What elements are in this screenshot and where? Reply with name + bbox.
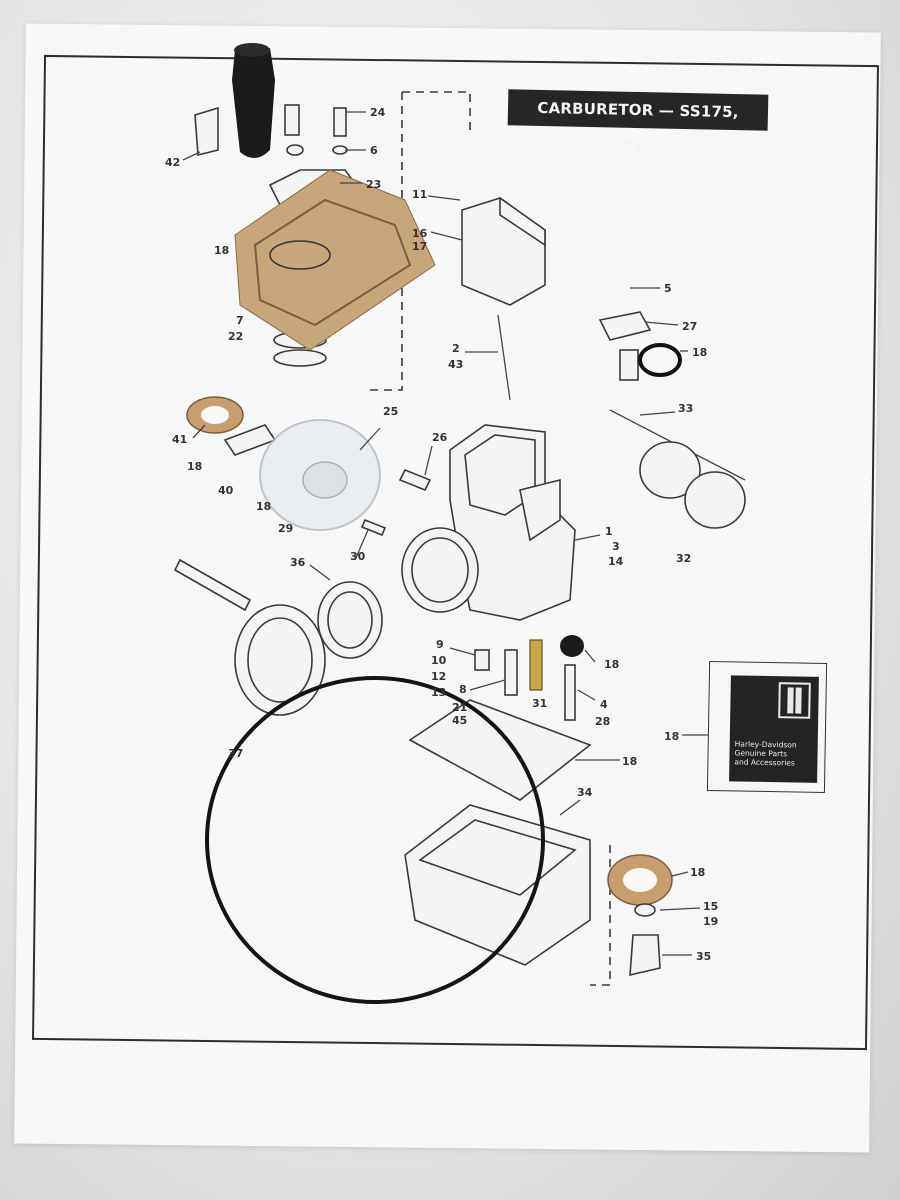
- brand-card-text: Harley-Davidson Genuine Parts and Access…: [734, 739, 816, 767]
- callout-18-oring: 18: [692, 346, 707, 359]
- large-black-oring: [205, 676, 545, 1004]
- lever-27: [598, 311, 652, 341]
- callout-42: 42: [165, 156, 180, 169]
- callout-15: 15: [703, 900, 718, 913]
- clear-plastic-cap: [259, 419, 381, 531]
- callout-17: 17: [412, 240, 427, 253]
- callout-33: 33: [678, 402, 693, 415]
- callout-25: 25: [383, 405, 398, 418]
- rubber-boot-36: [317, 581, 383, 659]
- brand-line-3: and Accessories: [734, 757, 795, 768]
- callout-37: 37: [228, 747, 243, 760]
- callout-5: 5: [664, 282, 672, 295]
- callout-34: 34: [577, 786, 593, 799]
- callout-13: 13: [431, 686, 446, 699]
- carburetor-body: [401, 424, 576, 621]
- rubber-cable-boot: [232, 43, 275, 159]
- float-assy: [639, 441, 746, 529]
- dashed-guide-top-right: [402, 91, 471, 130]
- callout-21: 21: [452, 701, 467, 714]
- drain-plug-35: [629, 934, 661, 977]
- callout-18-top: 18: [214, 244, 229, 257]
- callout-labels: 24 6 23 42 18 11 16 17 7 22 2 43 5 27 18…: [165, 106, 718, 963]
- callout-6: 6: [370, 144, 378, 157]
- spring-30: [360, 518, 387, 537]
- callout-26: 26: [432, 431, 448, 444]
- plunger-assy: [619, 349, 639, 381]
- callout-29: 29: [278, 522, 293, 535]
- callout-18-washer: 18: [187, 460, 202, 473]
- top-gasket: [234, 169, 436, 351]
- callout-19: 19: [703, 915, 718, 928]
- callout-18-blackcap: 18: [604, 658, 619, 671]
- washer-15: [634, 903, 656, 917]
- float-bowl-gasket: [408, 699, 592, 801]
- callout-12: 12: [431, 670, 446, 683]
- callout-2: 2: [452, 342, 460, 355]
- callout-31: 31: [532, 697, 547, 710]
- brass-jet-31: [529, 639, 543, 691]
- callout-1: 1: [605, 525, 613, 538]
- jet-8: [504, 649, 518, 696]
- callout-23: 23: [366, 178, 381, 191]
- callout-7: 7: [236, 314, 244, 327]
- callout-30: 30: [350, 550, 366, 563]
- dashed-guide-top: [365, 92, 403, 391]
- callout-22: 22: [228, 330, 243, 343]
- callout-41: 41: [172, 433, 187, 446]
- brand-logo-icon: [778, 682, 811, 719]
- jet-needle: [497, 314, 511, 401]
- screw-long-37: [173, 558, 252, 612]
- brand-card-panel: Harley-Davidson Genuine Parts and Access…: [729, 675, 819, 783]
- callout-9: 9: [436, 638, 444, 651]
- callout-16: 16: [412, 227, 428, 240]
- callout-18-cap: 18: [256, 500, 271, 513]
- throttle-slide: [461, 196, 546, 306]
- callout-18-bottom: 18: [690, 866, 705, 879]
- callout-43: 43: [448, 358, 463, 371]
- callout-27: 27: [682, 320, 697, 333]
- callout-36: 36: [290, 556, 306, 569]
- harley-davidson-card: Harley-Davidson Genuine Parts and Access…: [706, 660, 829, 795]
- callout-18-gasket: 18: [622, 755, 637, 768]
- callout-14: 14: [608, 555, 624, 568]
- washer-18-bottom-hole: [623, 868, 657, 892]
- float-bowl: [404, 804, 591, 966]
- jet-9: [474, 649, 490, 671]
- callout-11: 11: [412, 188, 427, 201]
- callout-3: 3: [612, 540, 620, 553]
- diagram-title: CARBURETOR — SS175, SX175: [507, 89, 769, 156]
- callout-4: 4: [600, 698, 608, 711]
- screw-small-top: [284, 104, 348, 156]
- oring-18-right: [638, 343, 682, 377]
- cap-42: [194, 106, 219, 157]
- callout-40: 40: [218, 484, 234, 497]
- callout-18-card: 18: [664, 730, 679, 743]
- callout-45: 45: [452, 714, 467, 727]
- spring-26: [398, 468, 432, 492]
- leader-lines: [182, 111, 712, 956]
- clamp-ring: [234, 604, 326, 716]
- callout-32: 32: [676, 552, 691, 565]
- dashed-guide-bottom: [590, 845, 611, 986]
- pipe-4: [564, 664, 576, 721]
- washer-41-hole: [201, 406, 229, 424]
- callout-35: 35: [696, 950, 711, 963]
- callout-10: 10: [431, 654, 447, 667]
- callout-28: 28: [595, 715, 610, 728]
- callout-24: 24: [370, 106, 386, 119]
- callout-8: 8: [459, 683, 467, 696]
- black-cap-18: [560, 635, 584, 657]
